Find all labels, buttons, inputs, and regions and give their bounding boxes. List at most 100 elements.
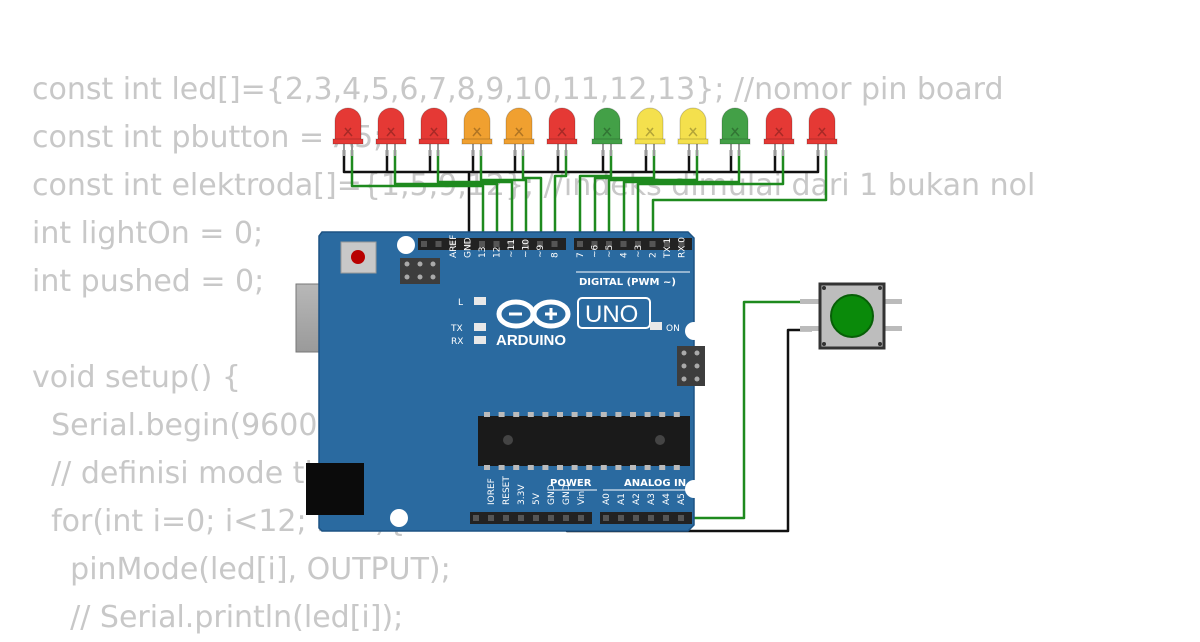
- header-pin[interactable]: [435, 241, 442, 247]
- wire: [393, 150, 499, 244]
- icsp-header-right: [677, 346, 705, 386]
- led-orange[interactable]: [461, 107, 493, 156]
- wire: [436, 150, 514, 244]
- led-red[interactable]: [546, 107, 578, 156]
- header-pin[interactable]: [577, 241, 583, 247]
- pin-label: 4: [620, 252, 630, 258]
- digital-header-label: DIGITAL (PWM ~): [579, 277, 676, 288]
- wire: [521, 150, 543, 244]
- push-button[interactable]: [830, 294, 874, 338]
- code-line: int pushed = 0;: [32, 264, 265, 299]
- header-pin[interactable]: [664, 241, 670, 247]
- header-pin[interactable]: [663, 515, 669, 521]
- wire: [681, 300, 812, 520]
- wire: [578, 150, 613, 244]
- power-label: POWER: [550, 478, 592, 489]
- header-pin[interactable]: [503, 515, 509, 521]
- wire: [622, 150, 741, 244]
- header-pin[interactable]: [522, 241, 529, 247]
- header-pin[interactable]: [479, 241, 485, 247]
- rx-led: [474, 336, 486, 344]
- pin-label: TX 1: [663, 238, 673, 259]
- pin-label: 8: [551, 252, 561, 258]
- pin-label: 12: [493, 247, 503, 258]
- header-pin[interactable]: [488, 515, 494, 521]
- header-pin[interactable]: [464, 241, 471, 247]
- on-label: ON: [666, 324, 680, 334]
- header-pin[interactable]: [591, 241, 598, 247]
- rx-label: RX: [451, 337, 463, 347]
- pin-label: A2: [632, 493, 642, 505]
- header-pin[interactable]: [493, 241, 500, 247]
- pin-label: A5: [677, 493, 687, 505]
- led-red[interactable]: [418, 107, 450, 156]
- pin-label: 2: [649, 252, 659, 258]
- reset-button-cap[interactable]: [351, 250, 365, 264]
- wire: [607, 150, 699, 244]
- header-pin[interactable]: [635, 241, 641, 247]
- wire: [350, 150, 485, 244]
- pin-label: GND: [547, 484, 557, 505]
- code-line: void setup() {: [32, 360, 241, 395]
- header-pin[interactable]: [578, 515, 584, 521]
- led-red[interactable]: [763, 107, 795, 156]
- pin-label: ~11: [507, 239, 517, 258]
- led-green[interactable]: [719, 107, 751, 156]
- pin-label: ~10: [522, 239, 532, 258]
- header-pin[interactable]: [421, 241, 427, 247]
- pin-label: GND: [464, 237, 474, 258]
- pin-label: A0: [602, 493, 612, 505]
- header-pin[interactable]: [618, 515, 624, 521]
- header-pin[interactable]: [603, 515, 609, 521]
- header-pin[interactable]: [508, 241, 514, 247]
- code-line: const int led[]={2,3,4,5,6,7,8,9,10,11,1…: [32, 72, 1004, 107]
- wire: [479, 150, 528, 244]
- code-editor-background: const int led[]={2,3,4,5,6,7,8,9,10,11,1…: [32, 66, 1035, 642]
- header-pin[interactable]: [633, 515, 639, 521]
- header-pin[interactable]: [563, 515, 569, 521]
- pin-label: GND: [562, 484, 572, 505]
- power-header: [470, 512, 592, 524]
- led-red[interactable]: [375, 107, 407, 156]
- pin-label: ~9: [536, 244, 546, 258]
- mounting-hole: [390, 509, 408, 527]
- led-red[interactable]: [806, 107, 838, 156]
- header-pin[interactable]: [648, 515, 654, 521]
- wire: [651, 150, 828, 244]
- pin-label: ~3: [634, 245, 644, 258]
- led-green[interactable]: [591, 107, 623, 156]
- code-line: Serial.begin(9600);: [32, 408, 340, 443]
- pin-label: 5V: [532, 492, 542, 505]
- header-pin[interactable]: [678, 241, 685, 247]
- wire: [636, 150, 785, 244]
- pin-label: AREF: [449, 235, 459, 258]
- code-line: pinMode(led[i], OUTPUT);: [32, 552, 451, 587]
- header-pin[interactable]: [450, 241, 456, 247]
- code-line: const int elektroda[]={1,5,9,12}; //inde…: [32, 168, 1036, 203]
- led-yellow[interactable]: [634, 107, 666, 156]
- header-pin[interactable]: [620, 241, 627, 247]
- analog-label: ANALOG IN: [624, 478, 686, 489]
- header-pin[interactable]: [518, 515, 524, 521]
- header-pin[interactable]: [606, 241, 612, 247]
- header-pin[interactable]: [473, 515, 479, 521]
- led-orange[interactable]: [503, 107, 535, 156]
- led-red[interactable]: [332, 107, 364, 156]
- header-pin[interactable]: [537, 241, 543, 247]
- push-button-component[interactable]: [800, 282, 902, 350]
- code-line: int lightOn = 0;: [32, 216, 264, 251]
- header-pin[interactable]: [551, 241, 558, 247]
- header-pin[interactable]: [548, 515, 554, 521]
- led-yellow[interactable]: [677, 107, 709, 156]
- model-label: UNO: [585, 301, 638, 328]
- header-pin[interactable]: [678, 515, 684, 521]
- wire: [342, 150, 820, 174]
- mounting-hole: [685, 322, 703, 340]
- pin-label: A3: [647, 493, 657, 505]
- header-pin[interactable]: [649, 241, 656, 247]
- tx-label: TX: [450, 324, 463, 334]
- header-pin[interactable]: [533, 515, 539, 521]
- pin-label: A1: [617, 493, 627, 505]
